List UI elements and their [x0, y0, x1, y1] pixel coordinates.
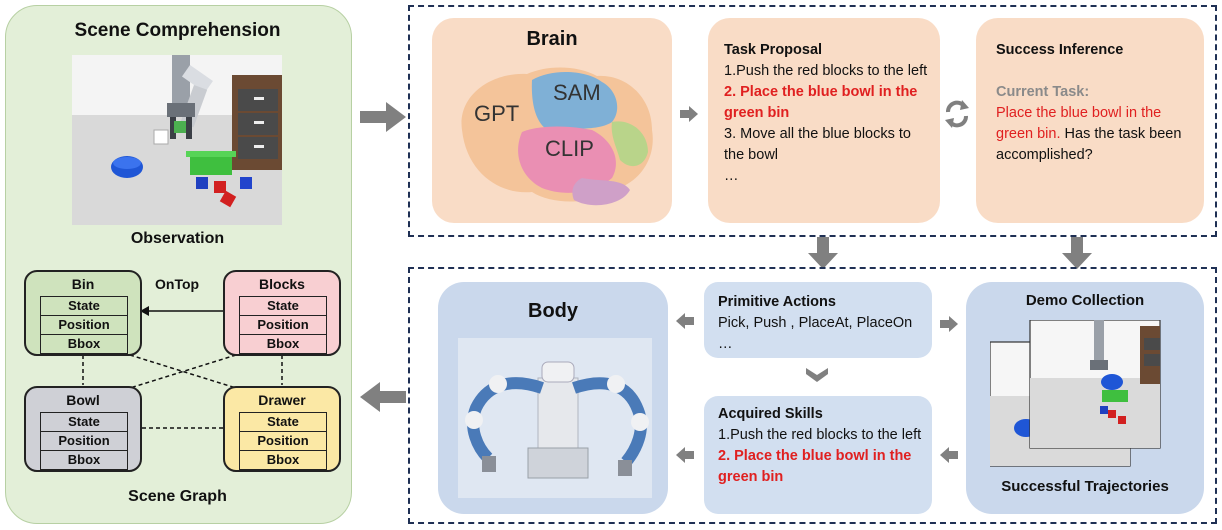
observation-image — [72, 55, 282, 225]
acquired-skills-content: Acquired Skills 1.Push the red blocks to… — [718, 404, 923, 488]
node-drawer-state: State — [240, 413, 326, 432]
brain-region-sam: SAM — [553, 80, 601, 105]
primitive-actions-text: Pick, Push , PlaceAt, PlaceOn … — [718, 315, 913, 352]
node-blocks: Blocks State Position Bbox — [223, 270, 341, 356]
brain-frame — [408, 5, 1217, 237]
body-frame — [408, 267, 1217, 524]
success-question: Has the task been accomplished? — [996, 126, 1182, 163]
brain-region-gpt: GPT — [474, 101, 520, 126]
task-proposal-box — [708, 18, 940, 223]
node-blocks-title: Blocks — [259, 276, 305, 292]
arrow-left-icon — [360, 382, 406, 412]
node-blocks-bbox: Bbox — [266, 336, 300, 351]
node-bin: Bin State Position Bbox — [24, 270, 142, 356]
body-title: Body — [528, 300, 578, 322]
node-drawer: Drawer State Position Bbox — [223, 386, 341, 472]
task-proposal-title: Task Proposal — [724, 42, 823, 58]
task-proposal-item-1: 1.Push the red blocks to the left — [724, 63, 928, 79]
node-bowl-title: Bowl — [66, 392, 100, 408]
scene-graph-label: Scene Graph — [128, 488, 227, 505]
arrow-down-icon — [808, 237, 838, 269]
success-inference-box — [976, 18, 1204, 223]
task-proposal-item-2: 2. Place the blue bowl in the green bin — [724, 84, 918, 121]
brain-title: Brain — [526, 28, 578, 50]
chevron-down-icon — [806, 368, 828, 387]
cycle-arrows-icon — [942, 98, 972, 135]
current-task-text: Place the blue bowl in the green bin. — [996, 105, 1162, 142]
trajectory-frames — [989, 319, 1200, 477]
brain-region-clip: CLIP — [545, 136, 594, 161]
node-drawer-bbox: Bbox — [266, 452, 300, 467]
scene-comprehension-title: Scene Comprehension — [74, 20, 281, 41]
primitive-actions-content: Primitive Actions Pick, Push , PlaceAt, … — [718, 292, 918, 355]
demo-collection-title: Demo Collection — [1025, 292, 1145, 309]
success-inference-content: Success Inference Current Task: Place th… — [996, 40, 1186, 166]
node-blocks-position: Position — [240, 316, 326, 335]
arrow-right-icon — [940, 316, 958, 332]
task-proposal-ellipsis: … — [724, 168, 739, 184]
acquired-skills-title: Acquired Skills — [718, 406, 823, 422]
node-bowl: Bowl State Position Bbox — [24, 386, 142, 472]
observation-label: Observation — [130, 230, 225, 247]
acquired-skills-box — [704, 396, 932, 514]
node-bowl-position: Position — [41, 432, 127, 451]
scene-graph-edges — [82, 306, 283, 429]
current-task-label: Current Task: — [996, 84, 1090, 100]
node-bowl-bbox: Bbox — [67, 452, 101, 467]
robot-illustration — [458, 338, 652, 503]
success-inference-title: Success Inference — [996, 42, 1124, 58]
demo-collection-footer: Successful Trajectories — [1001, 478, 1169, 495]
node-bin-state: State — [41, 297, 127, 316]
node-bin-bbox: Bbox — [67, 336, 101, 351]
node-blocks-state: State — [240, 297, 326, 316]
arrow-left-icon — [676, 313, 694, 329]
primitive-actions-title: Primitive Actions — [718, 294, 836, 310]
node-drawer-position: Position — [240, 432, 326, 451]
brain-illustration — [452, 60, 662, 215]
node-bin-title: Bin — [71, 276, 95, 292]
arrow-left-icon — [940, 447, 958, 463]
acquired-skills-item-2: 2. Place the blue bowl in the green bin — [718, 448, 912, 485]
task-proposal-content: Task Proposal 1.Push the red blocks to t… — [724, 40, 934, 187]
node-drawer-title: Drawer — [258, 392, 306, 408]
node-bowl-state: State — [41, 413, 127, 432]
primitive-actions-box — [704, 282, 932, 358]
arrow-left-icon — [676, 447, 694, 463]
node-bin-position: Position — [41, 316, 127, 335]
arrow-right-icon — [360, 102, 406, 132]
task-proposal-item-3: 3. Move all the blue blocks to the bowl — [724, 126, 911, 163]
arrow-down-icon — [1062, 237, 1092, 269]
acquired-skills-item-1: 1.Push the red blocks to the left — [718, 427, 922, 443]
edge-label-ontop: OnTop — [155, 276, 200, 292]
arrow-right-icon — [680, 106, 698, 122]
